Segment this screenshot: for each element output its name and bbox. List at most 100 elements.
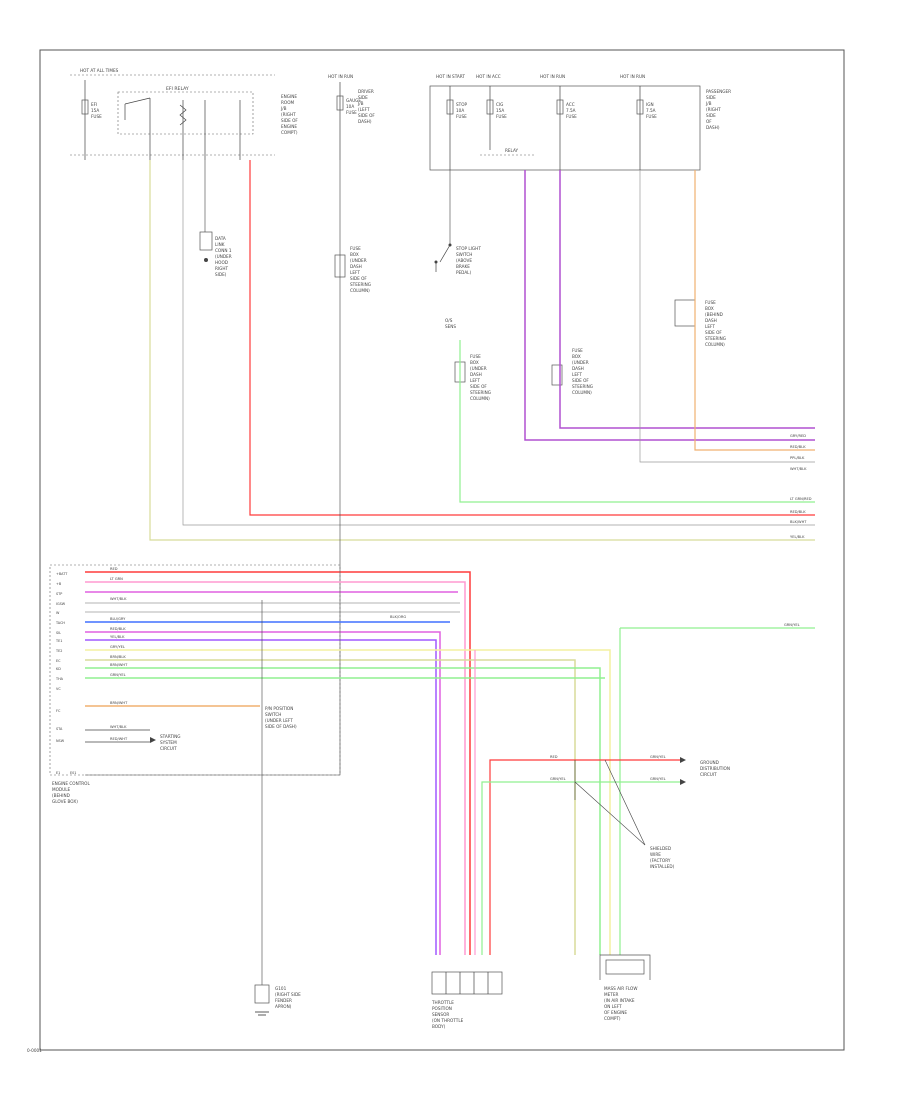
svg-text:WIRE: WIRE (650, 852, 661, 857)
svg-text:RED/BLK: RED/BLK (110, 627, 126, 631)
svg-text:POSITION: POSITION (432, 1006, 452, 1011)
ecm-pin-labels: +BATT +B STP IGSW W TACH SIL TE1 TE2 EC … (55, 572, 68, 691)
svg-text:OF ENGINE: OF ENGINE (604, 1010, 627, 1015)
wire-efi-yellow (149, 160, 815, 541)
right-side-refs: GRY/RED RED/BLK PPL/BLK WHT/BLK LT GRN/R… (784, 434, 812, 627)
wire-ecm-pink (85, 581, 466, 955)
svg-text:RED: RED (550, 755, 558, 759)
svg-text:HOT IN RUN: HOT IN RUN (328, 74, 353, 79)
svg-text:GRN/YEL: GRN/YEL (650, 777, 666, 781)
svg-text:SIDE: SIDE (706, 113, 716, 118)
svg-text:HOT IN START: HOT IN START (436, 74, 465, 79)
svg-text:STEERING: STEERING (470, 390, 491, 395)
svg-text:COMPT): COMPT) (281, 130, 298, 135)
svg-text:FC: FC (56, 709, 61, 713)
svg-text:MODULE: MODULE (52, 787, 71, 792)
svg-text:TE1: TE1 (55, 639, 62, 643)
efi-fuse-icon (81, 99, 89, 115)
svg-text:STA: STA (56, 727, 63, 731)
svg-text:DASH: DASH (470, 372, 482, 377)
svg-text:FUSE: FUSE (496, 114, 507, 119)
maf-connector (599, 954, 651, 980)
svg-text:GRN/YEL: GRN/YEL (650, 755, 666, 759)
ref-2: RED/BLK (790, 445, 806, 449)
svg-text:HOT IN ACC: HOT IN ACC (476, 74, 501, 79)
svg-text:GAUGE: GAUGE (346, 98, 361, 103)
arrow-icon (150, 737, 156, 743)
svg-text:EC: EC (56, 659, 61, 663)
relay-coil-icon (179, 104, 187, 126)
svg-text:STEERING: STEERING (572, 384, 593, 389)
data-link-connector: DATA LINK CONN 1 (UNDER HOOD RIGHT SIDE) (199, 231, 232, 277)
svg-text:10A: 10A (346, 104, 354, 109)
svg-text:LEFT: LEFT (705, 324, 715, 329)
svg-text:STOP: STOP (456, 102, 468, 107)
ref-5: LT GRN/RED (790, 497, 812, 501)
svg-text:15A: 15A (91, 108, 99, 113)
svg-text:7.5A: 7.5A (646, 108, 656, 113)
svg-text:PEDAL): PEDAL) (456, 270, 472, 275)
wire-ref-green (619, 627, 815, 955)
wire-acc-purple-2 (559, 170, 815, 429)
svg-text:ROOM: ROOM (281, 100, 295, 105)
diagram-frame (39, 49, 845, 1051)
svg-text:RELAY: RELAY (505, 148, 519, 153)
svg-text:FUSE: FUSE (346, 110, 357, 115)
svg-text:HOOD: HOOD (215, 260, 228, 265)
svg-text:FUSE: FUSE (91, 114, 102, 119)
wire-efi-gray (182, 160, 815, 526)
svg-text:SHIELDED: SHIELDED (650, 846, 671, 851)
svg-text:DASH: DASH (350, 264, 362, 269)
fuse-box-4: FUSE BOX (BEHIND DASH LEFT SIDE OF STEER… (674, 299, 726, 347)
svg-text:LEFT: LEFT (572, 372, 582, 377)
svg-text:BOX: BOX (350, 252, 359, 257)
svg-text:BRAKE: BRAKE (456, 264, 470, 269)
svg-text:THA: THA (55, 677, 64, 681)
svg-text:FUSE: FUSE (566, 114, 577, 119)
data-link-icon (199, 231, 213, 251)
svg-text:(BEHIND: (BEHIND (52, 793, 70, 798)
svg-text:CIG: CIG (496, 102, 503, 107)
svg-text:HOT IN RUN: HOT IN RUN (620, 74, 645, 79)
svg-text:E01: E01 (70, 771, 76, 775)
svg-text:SIDE OF: SIDE OF (470, 384, 487, 389)
svg-text:LEFT: LEFT (470, 378, 480, 383)
svg-text:(UNDER: (UNDER (215, 254, 232, 259)
svg-text:TACH: TACH (55, 621, 65, 625)
svg-text:SIDE OF: SIDE OF (705, 330, 722, 335)
svg-text:SWITCH: SWITCH (456, 252, 472, 257)
svg-text:7.5A: 7.5A (566, 108, 576, 113)
svg-text:P/N POSITION: P/N POSITION (265, 706, 293, 711)
stop-switch-icon (435, 244, 451, 272)
svg-text:ENGINE: ENGINE (281, 94, 297, 99)
svg-text:J/B: J/B (705, 101, 712, 106)
svg-text:(UNDER: (UNDER (470, 366, 487, 371)
svg-text:ENGINE CONTROL: ENGINE CONTROL (52, 781, 90, 786)
gauge-fuse-icon (336, 95, 344, 111)
ecm-wire-codes: RED LT GRN WHT/BLK BLU/GRY RED/BLK YEL/B… (110, 567, 128, 677)
svg-text:J/B: J/B (357, 101, 364, 106)
wire-sensor-red (489, 759, 680, 955)
svg-text:STEERING: STEERING (705, 336, 726, 341)
svg-text:DASH): DASH) (358, 119, 372, 124)
svg-text:SIDE OF: SIDE OF (358, 113, 375, 118)
svg-text:SYSTEM: SYSTEM (160, 740, 177, 745)
mass-air-flow-sensor: MASS AIR FLOW METER (IN AIR INTAKE ON LE… (599, 954, 651, 1021)
ref-6: RED/BLK (790, 510, 806, 514)
svg-text:DASH): DASH) (706, 125, 720, 130)
svg-text:SIL: SIL (56, 631, 61, 635)
svg-text:(RIGHT SIDE: (RIGHT SIDE (275, 992, 301, 997)
ref-3: PPL/BLK (790, 456, 805, 460)
svg-text:SIDE: SIDE (706, 95, 716, 100)
engine-control-module: +BATT +B STP IGSW W TACH SIL TE1 TE2 EC … (49, 564, 406, 804)
svg-text:15A: 15A (496, 108, 504, 113)
svg-text:YEL/BLK: YEL/BLK (110, 635, 125, 639)
wire-ecm-purple (85, 639, 437, 955)
svg-text:STP: STP (56, 592, 62, 596)
svg-text:(RIGHT: (RIGHT (706, 107, 721, 112)
ref-4: WHT/BLK (790, 467, 807, 471)
svg-text:TE2: TE2 (55, 649, 62, 653)
wire-sensor-green (481, 781, 680, 955)
svg-text:HOT IN RUN: HOT IN RUN (540, 74, 565, 79)
